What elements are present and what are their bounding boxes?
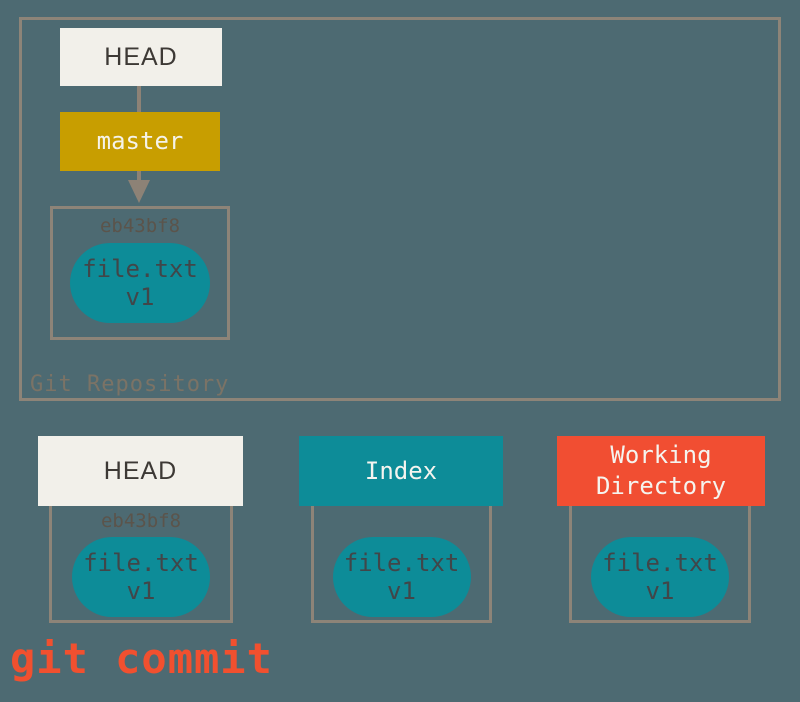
head-section-label: HEAD xyxy=(103,456,178,485)
file-version: v1 xyxy=(126,577,156,605)
file-blob: file.txt v1 xyxy=(332,537,471,617)
commit-hash-label: eb43bf8 xyxy=(99,215,181,237)
file-version: v1 xyxy=(387,577,416,605)
file-version: v1 xyxy=(125,283,155,311)
file-name: file.txt xyxy=(602,549,718,577)
head-pointer-label: HEAD xyxy=(104,42,178,71)
index-section-title: Index xyxy=(299,436,503,506)
file-name: file.txt xyxy=(83,549,199,577)
commit-box: eb43bf8 file.txt v1 xyxy=(50,206,230,340)
index-section-label: Index xyxy=(364,456,438,485)
master-branch-label: master xyxy=(96,127,184,155)
master-branch-box: master xyxy=(60,112,220,171)
arrow-down-icon xyxy=(128,180,150,203)
git-repository-label: Git Repository xyxy=(30,372,230,397)
head-section-title: HEAD xyxy=(38,436,243,506)
working-directory-section-box: file.txt v1 xyxy=(569,506,751,623)
head-section-box: eb43bf8 file.txt v1 xyxy=(49,506,233,623)
head-section-hash: eb43bf8 xyxy=(100,510,182,532)
file-name: file.txt xyxy=(343,549,460,577)
working-directory-section-title: Working Directory xyxy=(557,436,765,506)
index-section-box: file.txt v1 xyxy=(311,506,492,623)
file-blob: file.txt v1 xyxy=(591,537,729,617)
master-to-commit-connector xyxy=(137,171,141,181)
file-version: v1 xyxy=(645,577,675,605)
working-directory-section-label: Working Directory xyxy=(595,441,727,500)
git-command-caption: git commit xyxy=(10,634,273,683)
head-to-master-connector xyxy=(137,86,141,112)
head-pointer-box: HEAD xyxy=(60,28,222,86)
file-blob: file.txt v1 xyxy=(70,243,210,323)
git-repository-box xyxy=(19,17,781,401)
file-name: file.txt xyxy=(82,255,198,283)
file-blob: file.txt v1 xyxy=(72,537,210,617)
